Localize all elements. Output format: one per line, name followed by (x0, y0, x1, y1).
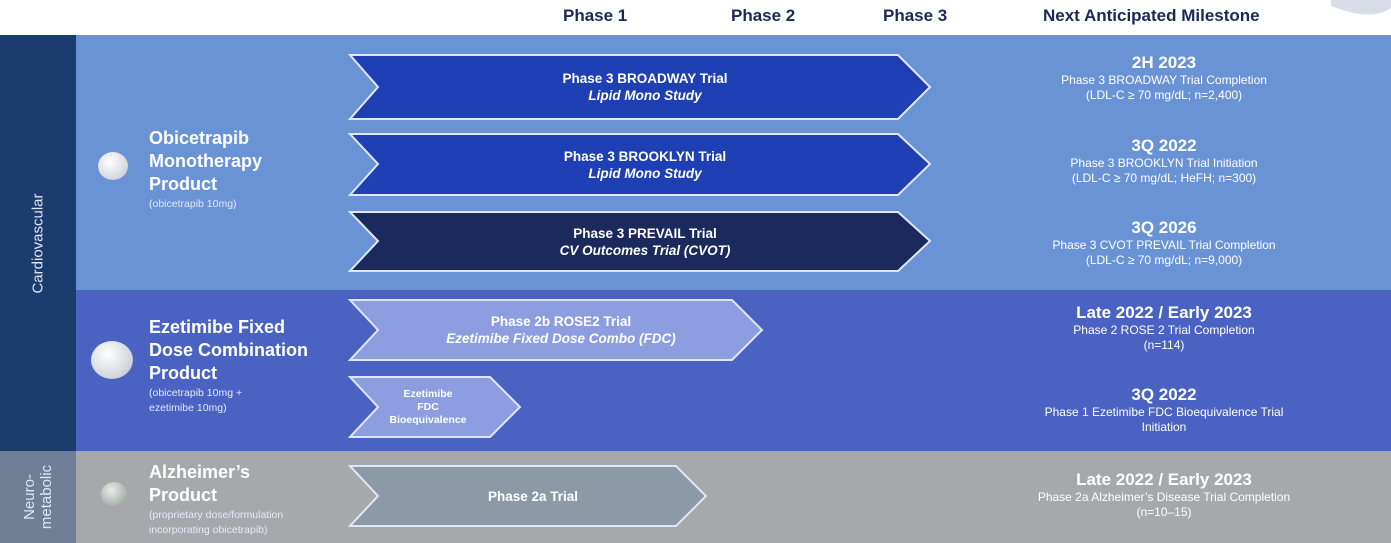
milestone-rose2: Late 2022 / Early 2023 Phase 2 ROSE 2 Tr… (1073, 303, 1255, 352)
product-mono: Obicetrapib Monotherapy Product (obicetr… (149, 128, 263, 210)
trial-arrow-broadway: Phase 3 BROADWAY Trial Lipid Mono Study (348, 53, 932, 121)
milestone-brooklyn: 3Q 2022 Phase 3 BROOKLYN Trial Initiatio… (1070, 136, 1258, 185)
area-cardiovascular: Cardiovascular (0, 35, 76, 451)
pill-icon (98, 152, 128, 180)
trial-arrow-alzheimers: Phase 2a Trial (348, 464, 708, 528)
header-phase2: Phase 2 (731, 6, 796, 25)
trial-arrow-prevail: Phase 3 PREVAIL Trial CV Outcomes Trial … (348, 210, 932, 273)
area-neurometabolic: Neuro- metabolic (0, 451, 76, 543)
header-phase1: Phase 1 (563, 6, 628, 25)
trial-arrow-brooklyn: Phase 3 BROOKLYN Trial Lipid Mono Study (348, 132, 932, 197)
milestone-prevail: 3Q 2026 Phase 3 CVOT PREVAIL Trial Compl… (1052, 218, 1276, 267)
trial-arrow-rose2: Phase 2b ROSE2 Trial Ezetimibe Fixed Dos… (348, 298, 764, 362)
corner-decoration (1331, 0, 1391, 15)
product-alz: Alzheimer’s Product (proprietary dose/fo… (149, 462, 284, 536)
area-neurometabolic-label: Neuro- metabolic (20, 464, 55, 530)
header-milestone: Next Anticipated Milestone (1043, 6, 1260, 25)
milestone-alzheimers: Late 2022 / Early 2023 Phase 2a Alzheime… (1037, 470, 1291, 519)
milestone-broadway: 2H 2023 Phase 3 BROADWAY Trial Completio… (1061, 53, 1267, 102)
header-phase3: Phase 3 (883, 6, 948, 25)
milestone-bioequivalence: 3Q 2022 Phase 1 Ezetimibe FDC Bioequival… (1044, 385, 1284, 434)
area-cardiovascular-label: Cardiovascular (29, 192, 47, 294)
pill-icon (91, 341, 133, 379)
pill-icon (101, 482, 127, 506)
product-fdc: Ezetimibe Fixed Dose Combination Product… (149, 317, 309, 414)
trial-arrow-bioequivalence: Ezetimibe FDC Bioequivalence (348, 375, 522, 439)
